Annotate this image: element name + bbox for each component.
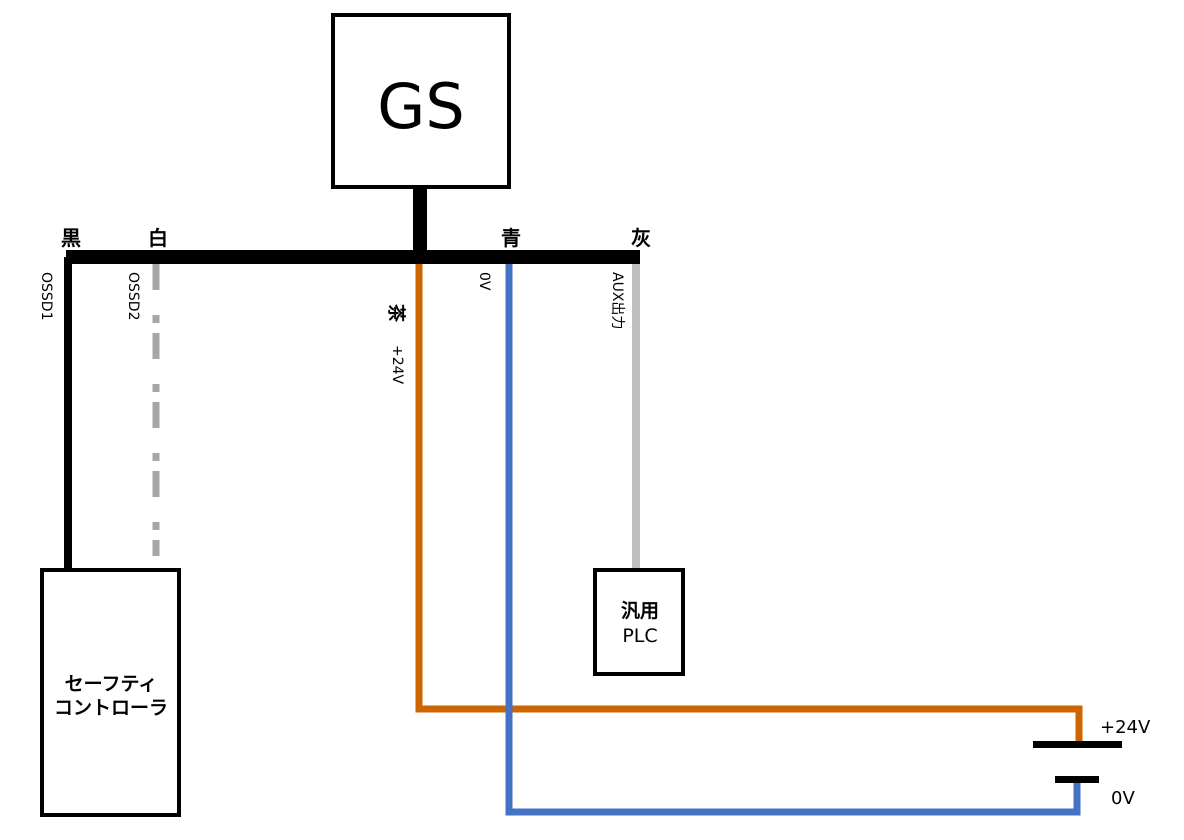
plc-label-line2: PLC (622, 625, 657, 647)
signal-label-0v: 0V (476, 272, 492, 291)
power-supply-positive-plate (1033, 741, 1122, 748)
power-supply-negative-label: 0V (1111, 788, 1135, 809)
wire-aux-gray (632, 264, 640, 570)
wire-color-label-gray: 灰 (631, 226, 651, 250)
signal-label-ossd1: OSSD1 (38, 272, 54, 320)
signal-label-aux: AUX出力 (609, 272, 625, 329)
wire-ossd1-black (64, 257, 72, 569)
wire-color-label-white: 白 (148, 226, 168, 250)
signal-label-24v: +24V (389, 345, 405, 385)
wire-0v-blue (505, 264, 1081, 816)
gs-device-box (331, 13, 511, 189)
cable-bus (66, 250, 640, 264)
safety-controller-label-line1: セーフティ (65, 673, 158, 695)
wire-color-label-blue: 青 (501, 226, 521, 250)
wire-24v-brown (415, 264, 1083, 744)
safety-controller-label-line2: コントローラ (54, 697, 168, 719)
power-supply-positive-label: +24V (1100, 717, 1151, 738)
safety-controller-box (40, 568, 181, 817)
signal-label-ossd2: OSSD2 (125, 272, 141, 320)
power-supply-negative-plate (1055, 776, 1099, 783)
gs-device-label: GS (377, 70, 464, 143)
wire-color-label-brown: 茶 (385, 304, 407, 323)
gs-trunk-cable (413, 188, 427, 252)
plc-label-line1: 汎用 (621, 599, 659, 622)
plc-box (593, 568, 685, 676)
wire-color-label-black: 黒 (61, 226, 81, 250)
